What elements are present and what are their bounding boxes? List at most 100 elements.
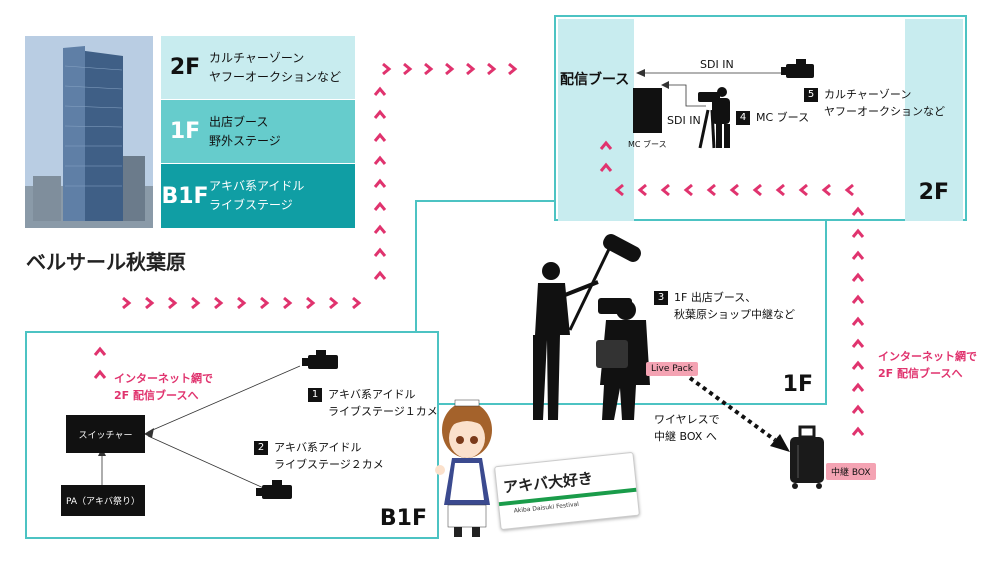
- pink-chevron: [373, 156, 387, 166]
- pink-chevron: [851, 273, 865, 283]
- pink-chevron: [486, 62, 496, 76]
- mascot-illustration: [435, 399, 492, 537]
- pink-chevron: [373, 110, 387, 120]
- pink-chevron: [851, 427, 865, 437]
- pink-chevron: [851, 251, 865, 261]
- pink-chevron: [707, 183, 717, 197]
- pink-chevron: [599, 141, 613, 151]
- mc-num: 4: [736, 111, 750, 125]
- legend-level: 2F: [169, 55, 201, 80]
- camera-icon-5: [781, 59, 814, 78]
- pink-chevron: [465, 62, 475, 76]
- pink-chevron: [851, 339, 865, 349]
- legend-desc: カルチャーゾーンヤフーオークションなど: [209, 50, 342, 84]
- pink-chevron: [684, 183, 694, 197]
- cameraman-icon-2f: [698, 87, 730, 149]
- cam1-num: 1: [308, 388, 322, 402]
- legend-level: B1F: [161, 183, 209, 209]
- pink-chevron: [851, 295, 865, 305]
- pink-chevron: [373, 271, 387, 281]
- pink-chevron: [373, 179, 387, 189]
- mc-booth-box: [633, 88, 662, 133]
- pink-chevron: [851, 207, 865, 217]
- booth-label: 配信ブース: [560, 72, 630, 88]
- pink-chevron: [282, 296, 292, 310]
- pink-chevron: [190, 296, 200, 310]
- pink-chevron: [851, 361, 865, 371]
- pink-chevron: [599, 163, 613, 173]
- sdi-in-top: SDI IN: [700, 58, 734, 71]
- pink-chevron: [507, 62, 517, 76]
- floor-label-2f: 2F: [918, 180, 949, 205]
- pink-chevron: [305, 296, 315, 310]
- relay-box-icon: [790, 425, 824, 489]
- pink-chevron: [328, 296, 338, 310]
- legend-level: 1F: [169, 119, 201, 144]
- crew-silhouette-1f: [533, 234, 650, 420]
- legend-desc: 出店ブース野外ステージ: [209, 114, 281, 148]
- pink-chevron: [615, 183, 625, 197]
- pink-chevron: [259, 296, 269, 310]
- pink-chevron: [851, 405, 865, 415]
- cam2-num: 2: [254, 441, 268, 455]
- floor-label-1f: 1F: [782, 372, 813, 397]
- cam3-num: 3: [654, 291, 668, 305]
- cam1-link: [147, 365, 301, 433]
- pink-chevron: [661, 183, 671, 197]
- legend-desc: アキバ系アイドルライブステージ: [209, 179, 305, 212]
- zone-num: 5: [804, 88, 818, 102]
- camera-icon-1: [302, 350, 338, 369]
- pink-chevron: [753, 183, 763, 197]
- legend-row-b1f: B1F アキバ系アイドルライブステージ: [161, 164, 355, 228]
- wireless-link: [688, 376, 777, 442]
- wireless-note: ワイヤレスで中継 BOX へ: [654, 413, 720, 443]
- pink-chevron: [851, 229, 865, 239]
- pink-chevron: [351, 296, 361, 310]
- pa-box: PA（アキバ祭り）: [61, 485, 145, 516]
- legend-row-1f: 1F 出店ブース野外ステージ: [161, 100, 355, 163]
- pink-chevron: [373, 248, 387, 258]
- pink-chevron: [93, 347, 107, 357]
- relay-box-tag: 中継 BOX: [826, 463, 876, 480]
- mc-booth-small: MC ブース: [628, 140, 667, 149]
- pink-chevron: [444, 62, 454, 76]
- pink-chevron: [93, 370, 107, 380]
- pink-chevron: [121, 296, 131, 310]
- pink-chevron: [776, 183, 786, 197]
- legend-row-2f: 2F カルチャーゾーンヤフーオークションなど: [161, 36, 355, 99]
- pink-chevron: [373, 202, 387, 212]
- pink-chevron: [799, 183, 809, 197]
- pink-chevron: [381, 62, 391, 76]
- pink-chevron: [144, 296, 154, 310]
- switcher-box: スイッチャー: [66, 415, 145, 453]
- sdi-in-mid: SDI IN: [667, 114, 701, 127]
- building-photo: [25, 36, 153, 228]
- pink-chevron: [822, 183, 832, 197]
- pink-chevron: [167, 296, 177, 310]
- pink-chevron: [373, 87, 387, 97]
- live-pack-tag: Live Pack: [646, 362, 698, 376]
- pink-chevron: [373, 225, 387, 235]
- pink-chevron: [845, 183, 855, 197]
- pink-chevron: [213, 296, 223, 310]
- cam2-link: [147, 435, 269, 491]
- sdi-link-mid: [665, 84, 706, 107]
- pink-chevron: [851, 317, 865, 327]
- pink-chevron: [423, 62, 433, 76]
- zone-band: [905, 19, 963, 221]
- pink-chevron: [638, 183, 648, 197]
- pink-chevron: [730, 183, 740, 197]
- floor-label-b1f: B1F: [379, 506, 427, 531]
- venue-name: ベルサール秋葉原: [26, 250, 186, 274]
- pink-chevron: [373, 133, 387, 143]
- pink-chevron: [236, 296, 246, 310]
- pink-chevron: [402, 62, 412, 76]
